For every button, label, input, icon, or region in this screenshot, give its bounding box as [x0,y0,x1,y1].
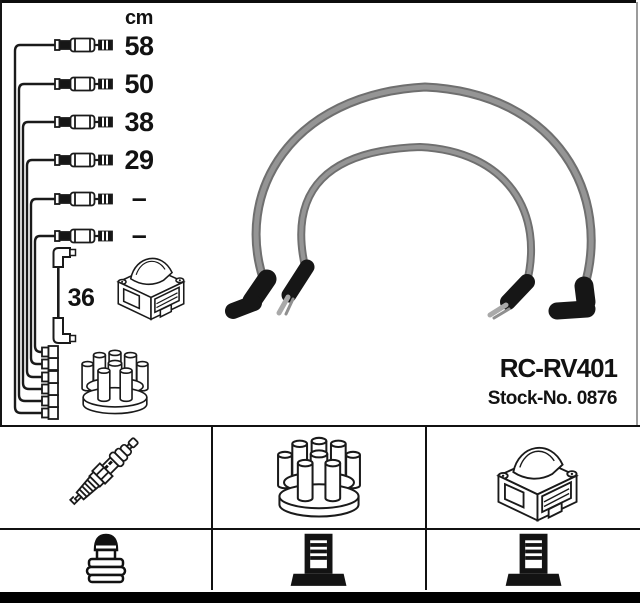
distributor-cap-icon [277,436,362,518]
lead-length-value: 29 [124,145,154,175]
plug-end-terminals [53,37,114,244]
distributor-end-terminals [41,345,59,420]
coil-to-distributor-lead-drawing [52,247,77,344]
lead-length-rows-drawing [13,43,55,415]
din-coil-terminal-icon [291,533,347,586]
ignition-coil-icon [497,446,578,522]
legend-cell-distributor-cap [213,427,427,530]
frame-bottom-bar [0,592,640,603]
cable-boots [225,259,596,320]
legend-cell-plug-connector [0,530,214,590]
product-code: RC-RV401 [499,353,618,383]
legend-cell-spark-plug [0,427,214,530]
cable-metal-terminals [276,294,511,320]
legend-cell-ignition-coil [426,427,640,530]
ignition-lead-kit-diagram [13,37,596,420]
distributor-cap-drawing [81,349,149,415]
coil-lead-length-value: 36 [67,284,95,312]
lead-length-value: – [131,220,147,250]
frame-left-border [0,0,2,594]
ignition-coil-drawing [117,257,185,321]
stock-number: Stock-No. 0876 [487,388,618,409]
lead-length-value: 50 [124,69,154,99]
spark-plug-connector-icon [85,533,127,584]
legend-cell-coil-terminal-1 [213,530,427,590]
lead-length-value: 58 [124,31,154,61]
spark-plug-icon [69,437,139,506]
frame-top-border [0,0,636,3]
lead-length-value: 38 [124,107,154,137]
frame-right-border [636,2,638,592]
component-legend-table [0,425,640,592]
legend-cell-coil-terminal-2 [426,530,640,590]
spark-plug-cables-photo [225,82,596,320]
din-coil-terminal-icon [505,533,562,586]
length-unit-header: cm [125,7,153,29]
lead-length-value: – [131,183,147,213]
